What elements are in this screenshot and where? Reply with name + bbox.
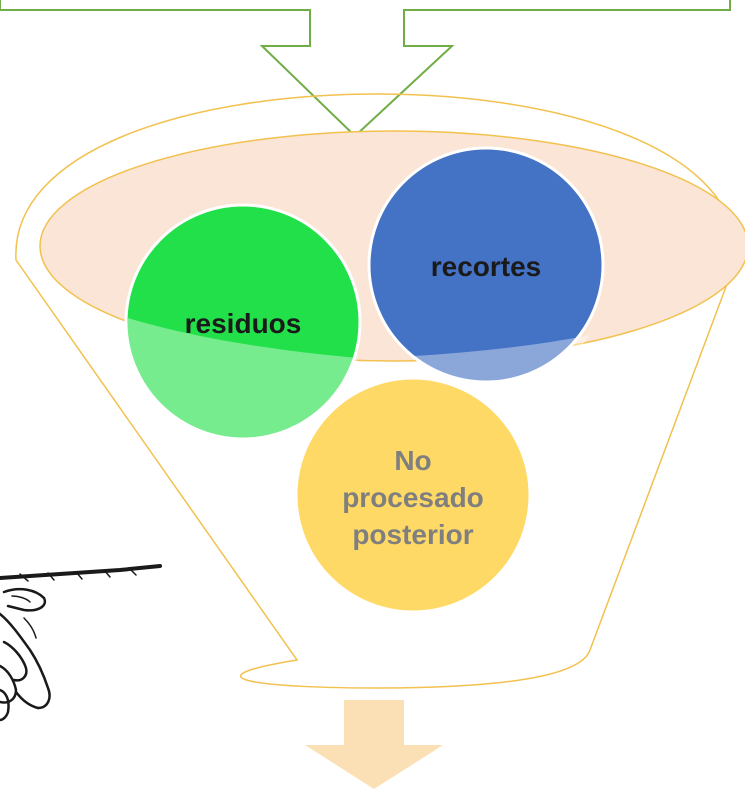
bottom-arrow — [305, 700, 443, 789]
pointing-hand-icon — [0, 564, 162, 722]
circle-residuos: residuos — [124, 203, 362, 441]
circle-recortes: recortes — [367, 146, 605, 384]
circle-residuos-label: residuos — [185, 308, 302, 339]
circle-no-procesado-label-line1: No — [394, 445, 431, 476]
circle-no-procesado-label-line2: procesado — [342, 482, 484, 513]
blue-lower-wash — [414, 335, 590, 387]
circle-recortes-shape — [367, 146, 605, 384]
circle-recortes-label: recortes — [431, 251, 542, 282]
circle-no-procesado: No procesado posterior — [294, 376, 532, 614]
circle-no-procesado-shape — [294, 376, 532, 614]
circle-no-procesado-label-line3: posterior — [352, 519, 473, 550]
top-arrow — [0, 0, 731, 138]
green-lower-wash — [127, 318, 359, 448]
circle-residuos-shape — [124, 203, 362, 441]
